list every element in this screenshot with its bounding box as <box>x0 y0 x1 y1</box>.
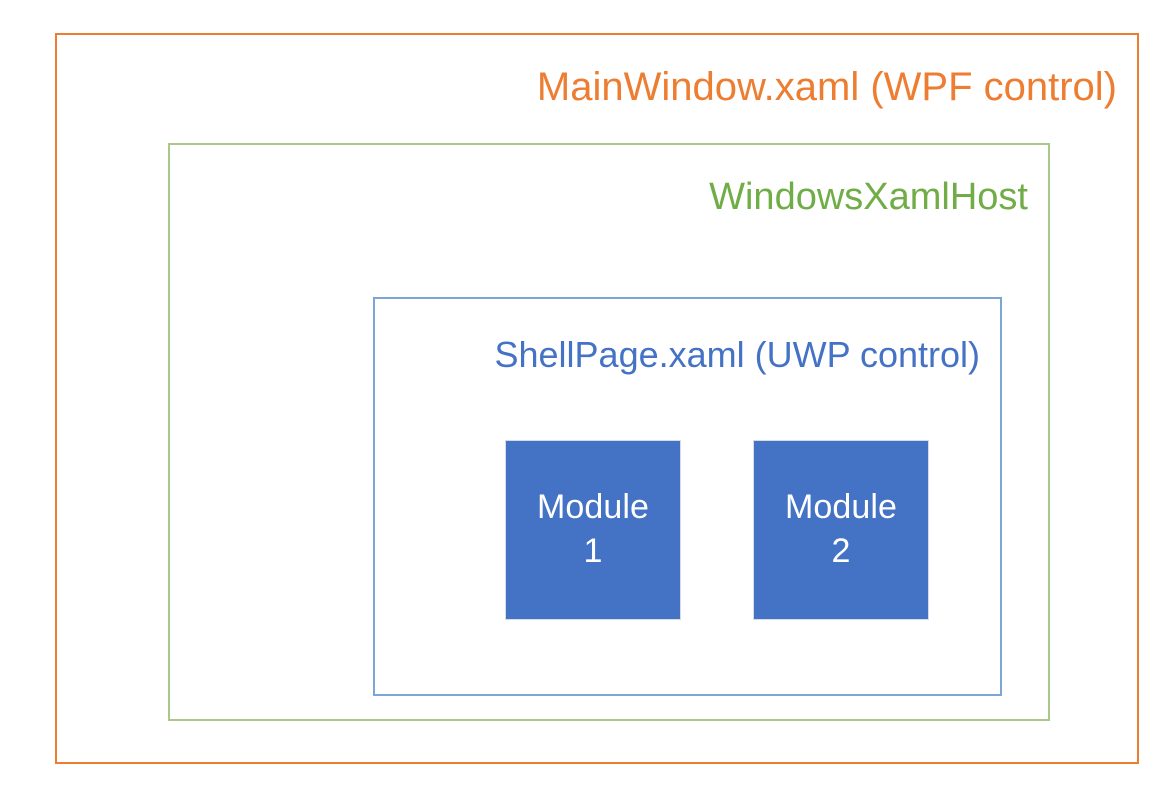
module-box-1[interactable]: Module 1 <box>505 440 681 620</box>
layer-box-uwp-shellpage: ShellPage.xaml (UWP control) Module 1 Mo… <box>373 297 1002 696</box>
module-label-2: Module 2 <box>784 488 898 570</box>
layer-box-windowsxamlhost: WindowsXamlHost ShellPage.xaml (UWP cont… <box>168 143 1050 721</box>
layer-box-wpf-mainwindow: MainWindow.xaml (WPF control) WindowsXam… <box>55 33 1139 764</box>
layer-label-uwp-shellpage: ShellPage.xaml (UWP control) <box>494 334 980 375</box>
layer-label-wpf-mainwindow: MainWindow.xaml (WPF control) <box>536 65 1117 109</box>
layer-label-windowsxamlhost: WindowsXamlHost <box>709 176 1028 218</box>
module-label-1: Module 1 <box>536 488 650 570</box>
module-box-2[interactable]: Module 2 <box>753 440 929 620</box>
modules-row: Module 1 Module 2 <box>505 440 929 620</box>
